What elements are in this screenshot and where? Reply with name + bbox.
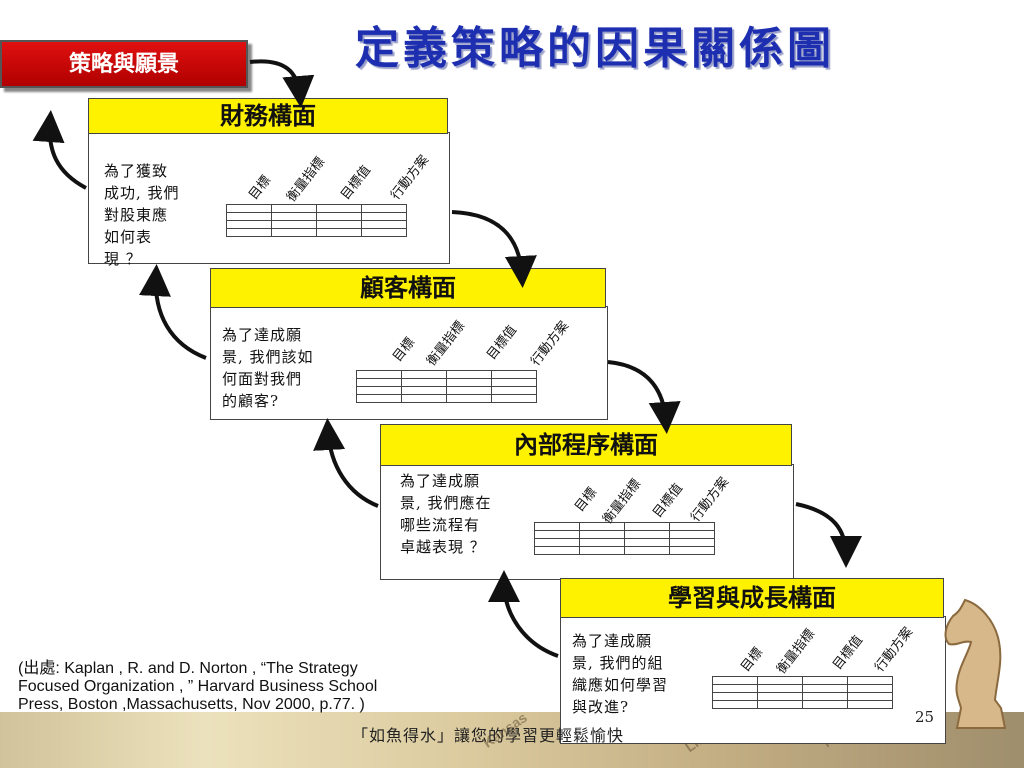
question-line: 景, 我們的組	[572, 654, 664, 672]
question-line: 為了達成願	[222, 326, 303, 344]
question-line: 為了達成願	[572, 632, 653, 650]
question-line: 景, 我們應在	[400, 494, 492, 512]
question-line: 何面對我們	[222, 370, 303, 388]
arrow-learning-to-internal	[488, 570, 559, 658]
citation-line: (出處: Kaplan , R. and D. Norton , “The St…	[18, 660, 358, 677]
arrow-customer-to-internal	[607, 360, 681, 434]
question-line: 為了獲致	[104, 162, 169, 180]
learning-growth-header: 學習與成長構面	[560, 578, 944, 618]
internal-process-question: 為了達成願 景, 我們應在 哪些流程有 卓越表現 ？	[400, 470, 492, 558]
customer-grid	[356, 370, 537, 403]
arrow-customer-to-financial	[138, 264, 207, 360]
customer-question: 為了達成願 景, 我們該如 何面對我們 的顧客?	[222, 324, 314, 412]
arrow-internal-to-customer	[313, 418, 379, 508]
financial-panel	[88, 132, 450, 264]
learning-growth-grid	[712, 676, 893, 709]
arrow-vision-to-financial	[249, 59, 315, 108]
arrow-internal-to-learning	[795, 502, 862, 568]
customer-header: 顧客構面	[210, 268, 606, 308]
learning-growth-question: 為了達成願 景, 我們的組 織應如何學習 與改進?	[572, 630, 668, 718]
page-number: 25	[915, 708, 935, 726]
page-title: 定義策略的因果關係圖	[355, 23, 835, 74]
strategy-vision-box: 策略與願景	[0, 40, 248, 88]
financial-grid	[226, 204, 407, 237]
citation-line: Focused Organization , ” Harvard Busines…	[18, 678, 378, 695]
arrow-financial-to-vision	[32, 110, 87, 190]
financial-question: 為了獲致 成功, 我們 對股東應 如何表 現 ？	[104, 160, 180, 270]
question-line: 景, 我們該如	[222, 348, 314, 366]
question-line: 與改進?	[572, 698, 630, 716]
question-line: 為了達成願	[400, 472, 481, 490]
question-line: 卓越表現 ？	[400, 538, 486, 556]
question-line: 成功, 我們	[104, 184, 180, 202]
question-line: 現 ？	[104, 250, 142, 268]
question-line: 對股東應	[104, 206, 169, 224]
question-line: 如何表	[104, 228, 153, 246]
chess-knight-icon	[944, 598, 1007, 729]
footer-slogan: 「如魚得水」讓您的學習更輕鬆愉快	[352, 726, 625, 745]
question-line: 織應如何學習	[572, 676, 669, 694]
internal-process-grid	[534, 522, 715, 555]
question-line: 哪些流程有	[400, 516, 481, 534]
source-citation: (出處: Kaplan , R. and D. Norton , “The St…	[18, 660, 498, 714]
financial-header: 財務構面	[88, 98, 448, 134]
internal-process-header: 內部程序構面	[380, 424, 792, 466]
question-line: 的顧客?	[222, 392, 280, 410]
arrow-financial-to-customer	[451, 210, 537, 288]
citation-line: Press, Boston ,Massachusetts, Nov 2000, …	[18, 696, 365, 713]
